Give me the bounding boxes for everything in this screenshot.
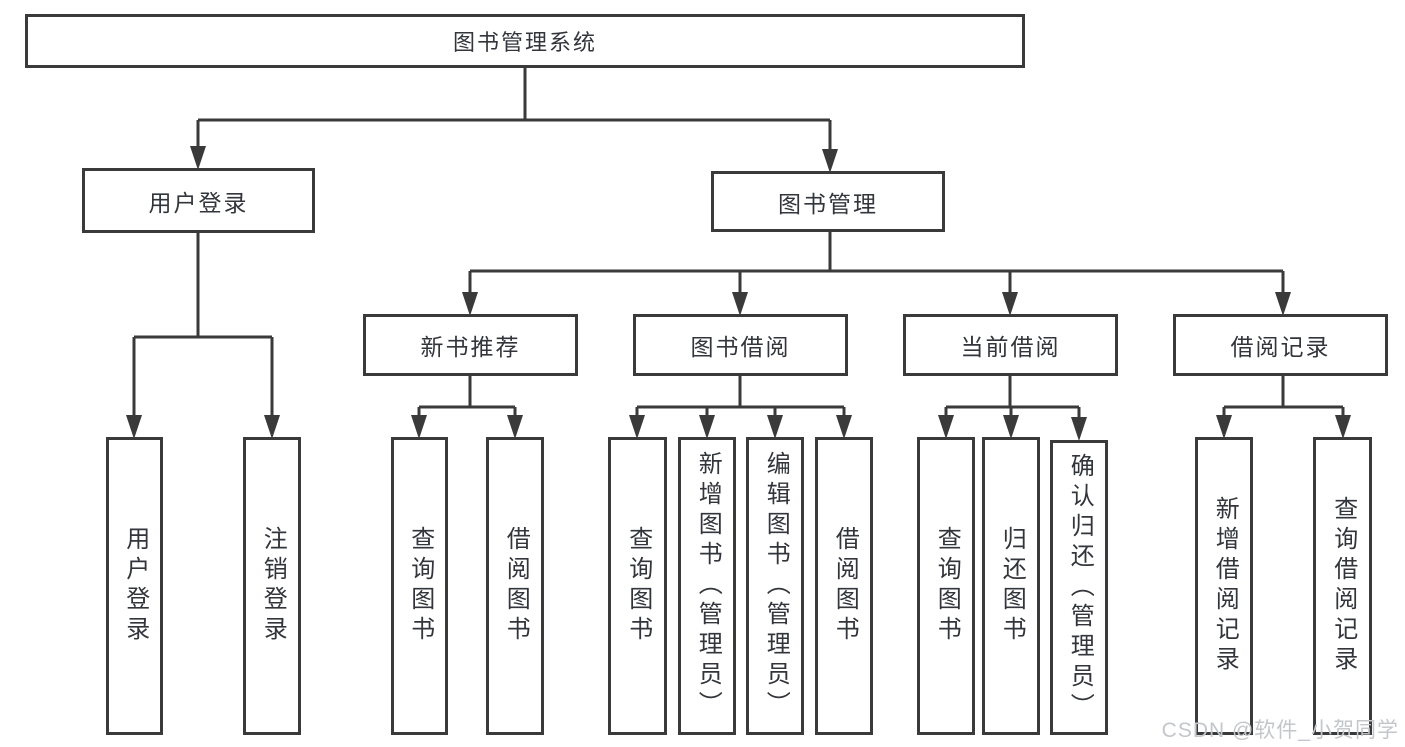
- arrow-icon: [767, 415, 783, 439]
- leaf-borrow-add-books-admin-label: 新增图书（管理员）: [694, 451, 722, 721]
- node-new-book-recommend: 新书推荐: [363, 314, 578, 376]
- leaf-borrow-borrow-books-label: 借阅图书: [831, 526, 859, 646]
- node-book-management: 图书管理: [711, 171, 945, 232]
- connector-paths: [132, 68, 1345, 423]
- leaf-records-add-record: 新增借阅记录: [1195, 437, 1253, 735]
- arrow-icon: [264, 415, 280, 439]
- leaf-rec-borrow-books: 借阅图书: [486, 437, 544, 735]
- arrow-icon: [836, 415, 852, 439]
- arrow-icon: [1275, 292, 1291, 316]
- leaf-current-query-books: 查询图书: [917, 437, 975, 735]
- arrow-icon: [190, 146, 206, 170]
- node-book-management-label: 图书管理: [778, 190, 878, 217]
- leaf-current-confirm-return-admin: 确认归还（管理员）: [1050, 440, 1108, 735]
- leaf-logout-label: 注销登录: [259, 526, 287, 646]
- arrowheads: [126, 146, 1351, 441]
- node-borrow-records-label: 借阅记录: [1230, 334, 1331, 360]
- arrow-icon: [1216, 415, 1232, 439]
- node-book-borrow: 图书借阅: [633, 314, 848, 376]
- leaf-logout: 注销登录: [243, 437, 301, 735]
- arrow-icon: [411, 415, 427, 439]
- leaf-records-query-record: 查询借阅记录: [1313, 437, 1372, 735]
- arrow-icon: [1003, 415, 1019, 439]
- node-root-label: 图书管理系统: [452, 30, 597, 55]
- arrow-icon: [1002, 292, 1018, 316]
- arrow-icon: [1071, 417, 1087, 441]
- leaf-user-login: 用户登录: [106, 437, 163, 735]
- leaf-borrow-edit-books-admin: 编辑图书（管理员）: [746, 437, 804, 735]
- leaf-records-query-record-label: 查询借阅记录: [1329, 496, 1357, 676]
- arrow-icon: [507, 415, 523, 439]
- node-borrow-records: 借阅记录: [1173, 314, 1388, 376]
- arrow-icon: [699, 415, 715, 439]
- node-root: 图书管理系统: [25, 14, 1025, 68]
- node-user-login-label: 用户登录: [148, 189, 249, 216]
- node-user-login: 用户登录: [82, 168, 315, 233]
- leaf-borrow-query-books-label: 查询图书: [624, 526, 652, 646]
- node-new-book-recommend-label: 新书推荐: [420, 334, 521, 360]
- leaf-borrow-borrow-books: 借阅图书: [815, 437, 873, 735]
- arrow-icon: [822, 149, 838, 173]
- arrow-icon: [629, 415, 645, 439]
- leaf-borrow-add-books-admin: 新增图书（管理员）: [678, 437, 736, 735]
- arrow-icon: [1335, 415, 1351, 439]
- arrow-icon: [938, 415, 954, 439]
- leaf-current-return-books: 归还图书: [982, 437, 1040, 735]
- csdn-watermark: CSDN @软件_小贺同学: [1161, 719, 1399, 742]
- leaf-borrow-edit-books-admin-label: 编辑图书（管理员）: [762, 451, 790, 721]
- arrow-icon: [126, 415, 142, 439]
- arrow-icon: [732, 292, 748, 316]
- leaf-current-return-books-label: 归还图书: [998, 526, 1026, 646]
- leaf-records-add-record-label: 新增借阅记录: [1211, 496, 1239, 676]
- leaf-current-confirm-return-admin-label: 确认归还（管理员）: [1066, 452, 1094, 723]
- leaf-current-query-books-label: 查询图书: [933, 526, 961, 646]
- node-current-borrow: 当前借阅: [903, 314, 1118, 376]
- leaf-borrow-query-books: 查询图书: [608, 437, 667, 735]
- leaf-rec-query-books-label: 查询图书: [406, 526, 434, 646]
- leaf-rec-query-books: 查询图书: [391, 437, 448, 735]
- arrow-icon: [462, 292, 478, 316]
- node-book-borrow-label: 图书借阅: [690, 334, 791, 360]
- node-current-borrow-label: 当前借阅: [960, 334, 1061, 360]
- leaf-user-login-label: 用户登录: [121, 526, 149, 646]
- leaf-rec-borrow-books-label: 借阅图书: [502, 526, 530, 646]
